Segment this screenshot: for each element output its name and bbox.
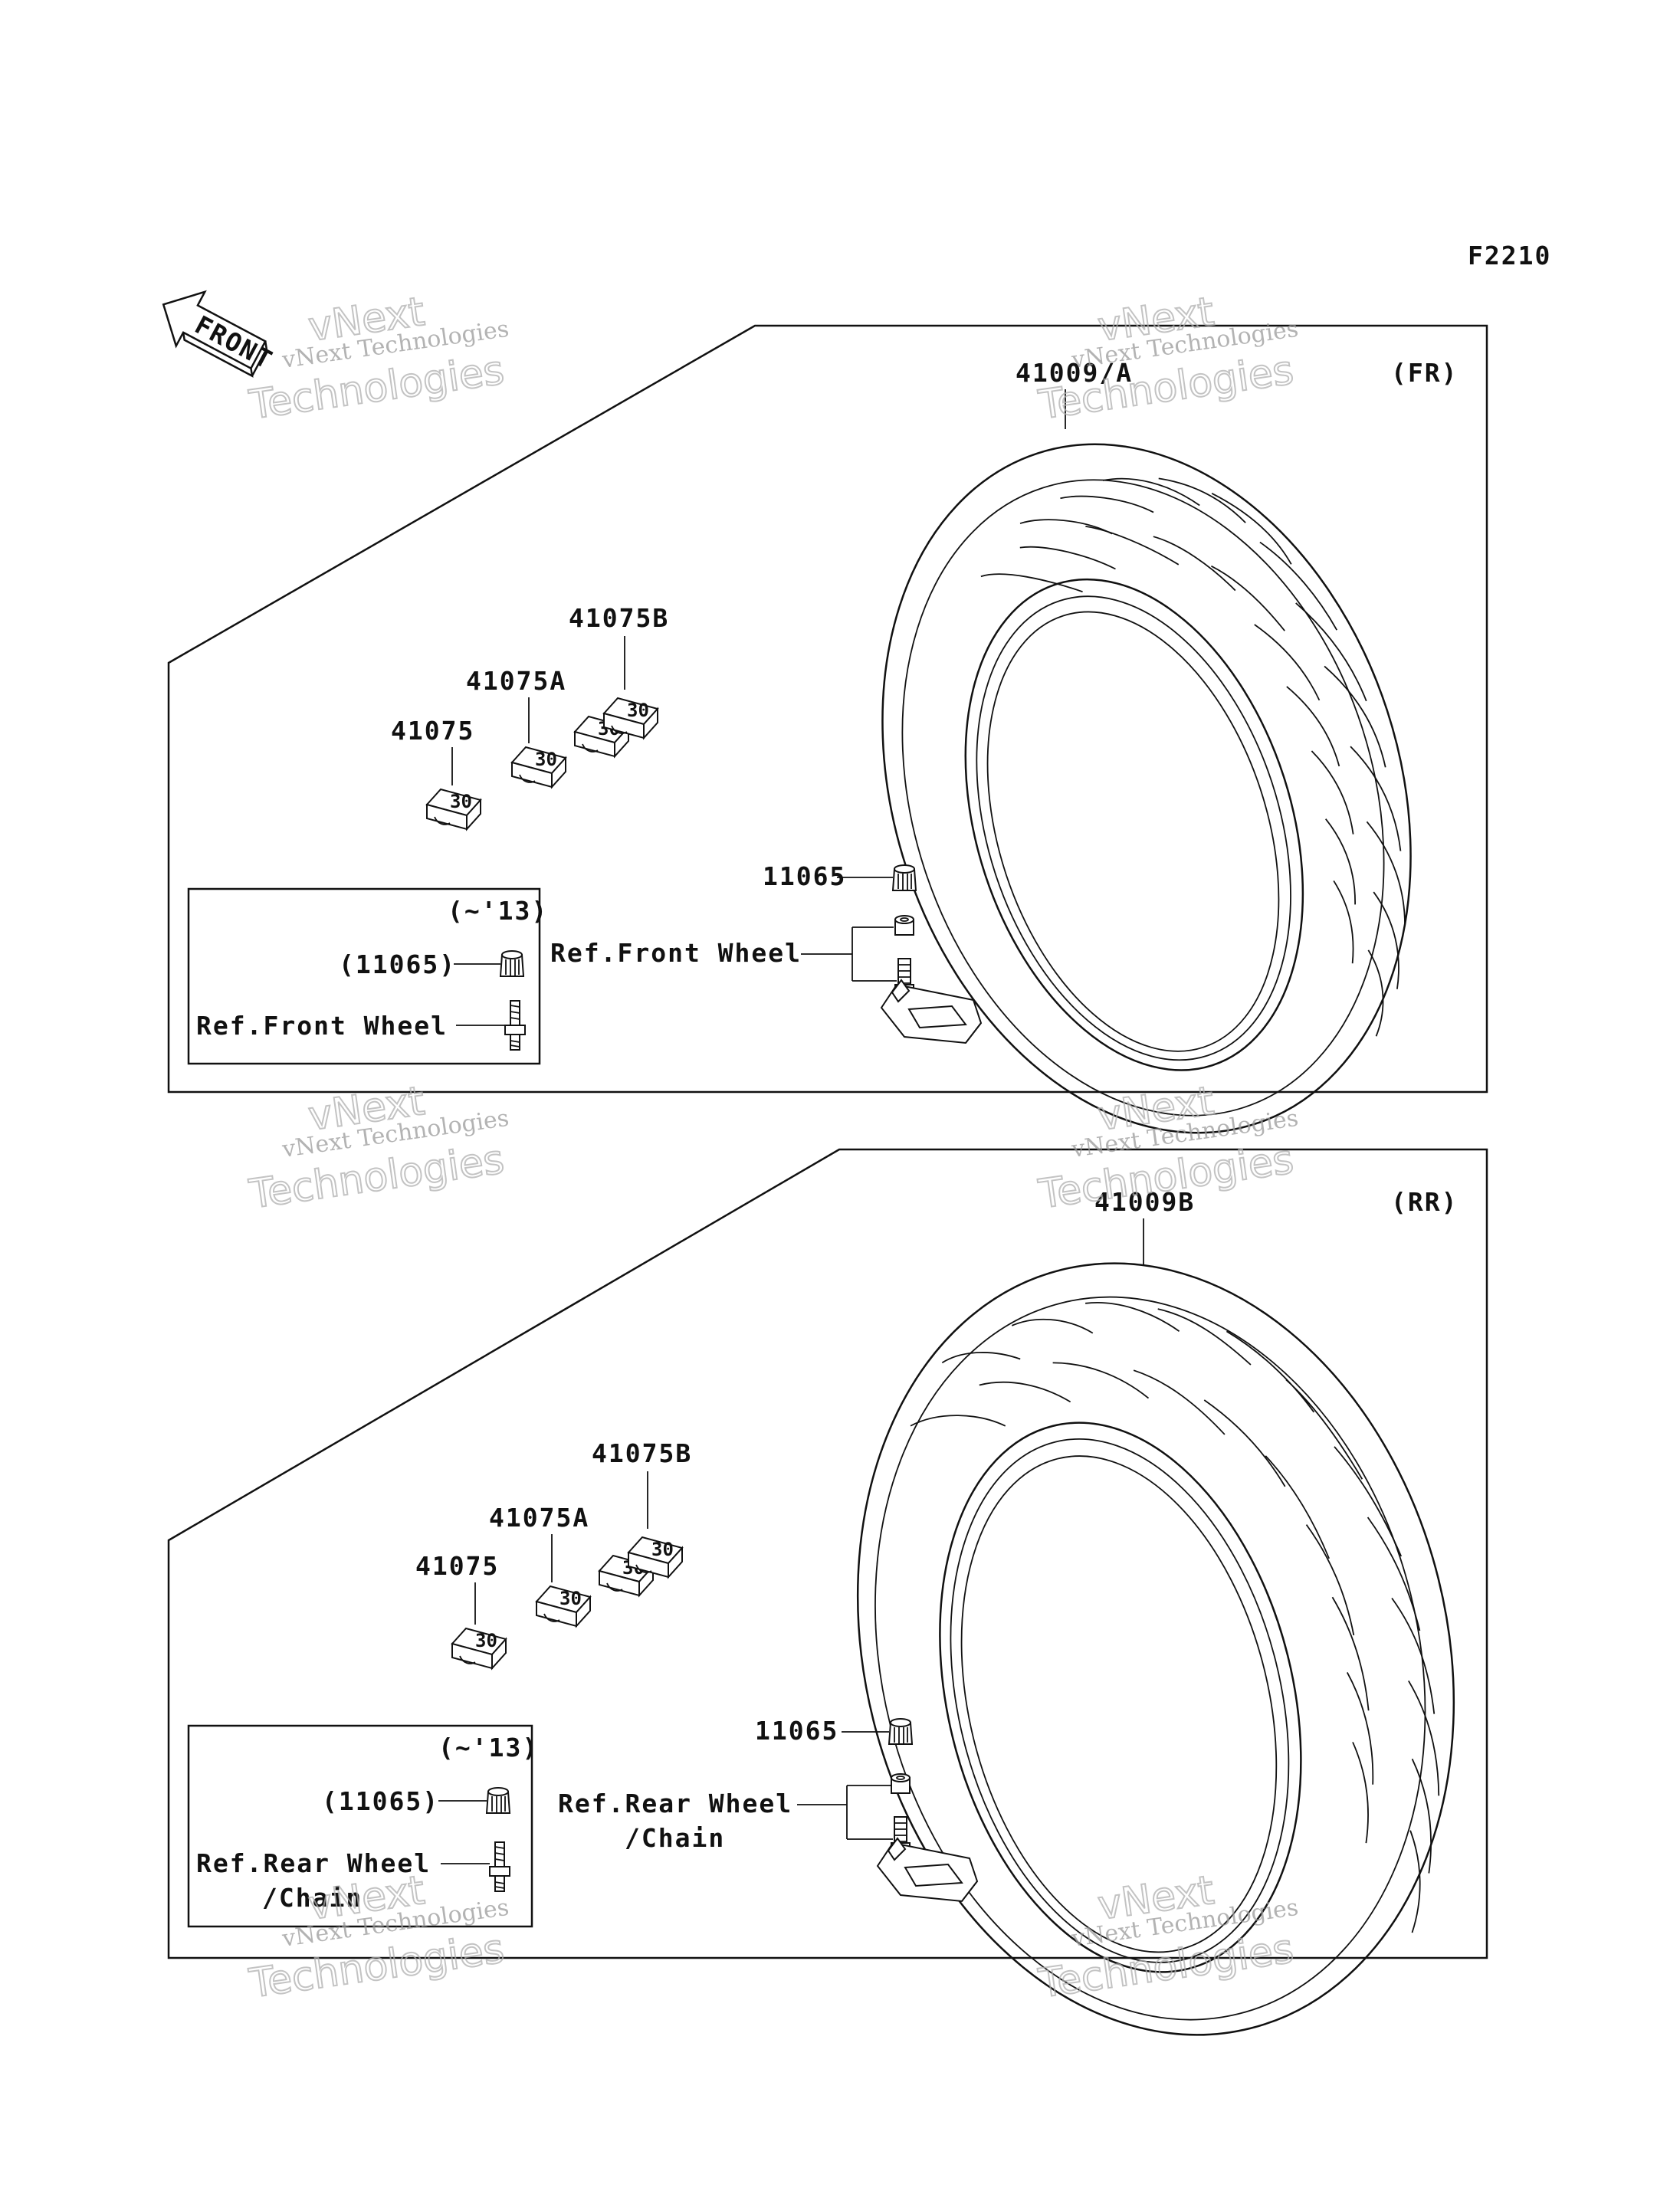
rear-inset-ref-label-2: /Chain (262, 1883, 363, 1913)
rear-panel-frame (167, 1148, 1488, 1959)
rear-valve-cap-icon (888, 1718, 913, 1745)
front-inset-cap-label: (11065) (339, 949, 456, 979)
rear-panel: (RR) 41009B 41075 41075A 41075B (167, 1148, 1488, 2036)
front-weight-41075B: 41075B (569, 603, 669, 756)
front-weight-label-c: 41075B (569, 603, 669, 633)
rear-tire-icon (856, 1262, 1455, 2036)
rear-tire-part: 41009B (1094, 1187, 1195, 1217)
front-tire-part: 41009/A (1016, 358, 1133, 388)
front-weight-label-b: 41075A (466, 666, 566, 696)
front-valve-ref-label: Ref.Front Wheel (550, 938, 802, 968)
front-panel: (FR) 41009/A 41075 41075A 41075B (167, 324, 1488, 1134)
front-inset-stud-icon (504, 1000, 526, 1051)
front-weight-label-a: 41075 (391, 716, 474, 746)
front-weight-41075: 41075 (391, 716, 481, 830)
front-panel-frame (167, 324, 1488, 1094)
watermark-2: vNext vNext Technologies Technologies (1035, 288, 1300, 429)
rear-position-tag: (RR) (1391, 1187, 1458, 1217)
watermark-6: vNext vNext Technologies Technologies (1035, 1867, 1300, 2008)
rear-valve-ref-label-2: /Chain (625, 1823, 725, 1853)
rear-weight-label-a: 41075 (415, 1551, 499, 1581)
rear-weight-41075B: 41075B (592, 1438, 692, 1595)
rear-valve-nut-icon (891, 1773, 911, 1794)
rear-inset-note: (~'13) (438, 1733, 539, 1763)
rear-inset-ref-label-1: Ref.Rear Wheel (196, 1848, 431, 1878)
watermark-3: vNext vNext Technologies Technologies (245, 1077, 510, 1218)
front-inset-box: (~'13) (11065) Ref.Front Wheel (187, 887, 548, 1065)
rear-weight-41075A: 41075A (489, 1503, 591, 1627)
rear-weight-41075: 41075 (415, 1551, 507, 1669)
front-tire-icon (881, 443, 1412, 1134)
front-weight-41075A: 41075A (466, 666, 566, 788)
rear-inset-cap-icon (486, 1787, 510, 1814)
rear-inset-box: (~'13) (11065) Ref.Rear Wheel /Chain (187, 1724, 539, 1928)
watermark-1: vNext vNext Technologies Technologies (245, 288, 510, 429)
rear-inset-stud-icon (489, 1841, 510, 1892)
rear-valve-cap-label: 11065 (755, 1716, 838, 1746)
rear-weight-label-b: 41075A (489, 1503, 589, 1533)
front-inset-cap-icon (500, 950, 524, 977)
watermark-4: vNext vNext Technologies Technologies (1035, 1077, 1300, 1218)
front-arrow-icon: FRONT (162, 290, 278, 378)
front-valve-nut-icon (894, 915, 914, 936)
front-inset-ref-label: Ref.Front Wheel (196, 1011, 448, 1041)
rear-valve-ref-label-1: Ref.Rear Wheel (558, 1789, 792, 1818)
rear-inset-cap-label: (11065) (322, 1786, 439, 1816)
front-position-tag: (FR) (1391, 358, 1458, 388)
front-valve-cap-label: 11065 (763, 861, 846, 891)
watermark-5: vNext vNext Technologies Technologies (245, 1867, 510, 2008)
figure-code: F2210 (1468, 241, 1551, 271)
rear-valve-sensor-icon (877, 1838, 978, 1902)
rear-weight-label-c: 41075B (592, 1438, 692, 1468)
front-inset-note: (~'13) (448, 896, 548, 926)
front-valve-cap-icon (892, 864, 917, 891)
